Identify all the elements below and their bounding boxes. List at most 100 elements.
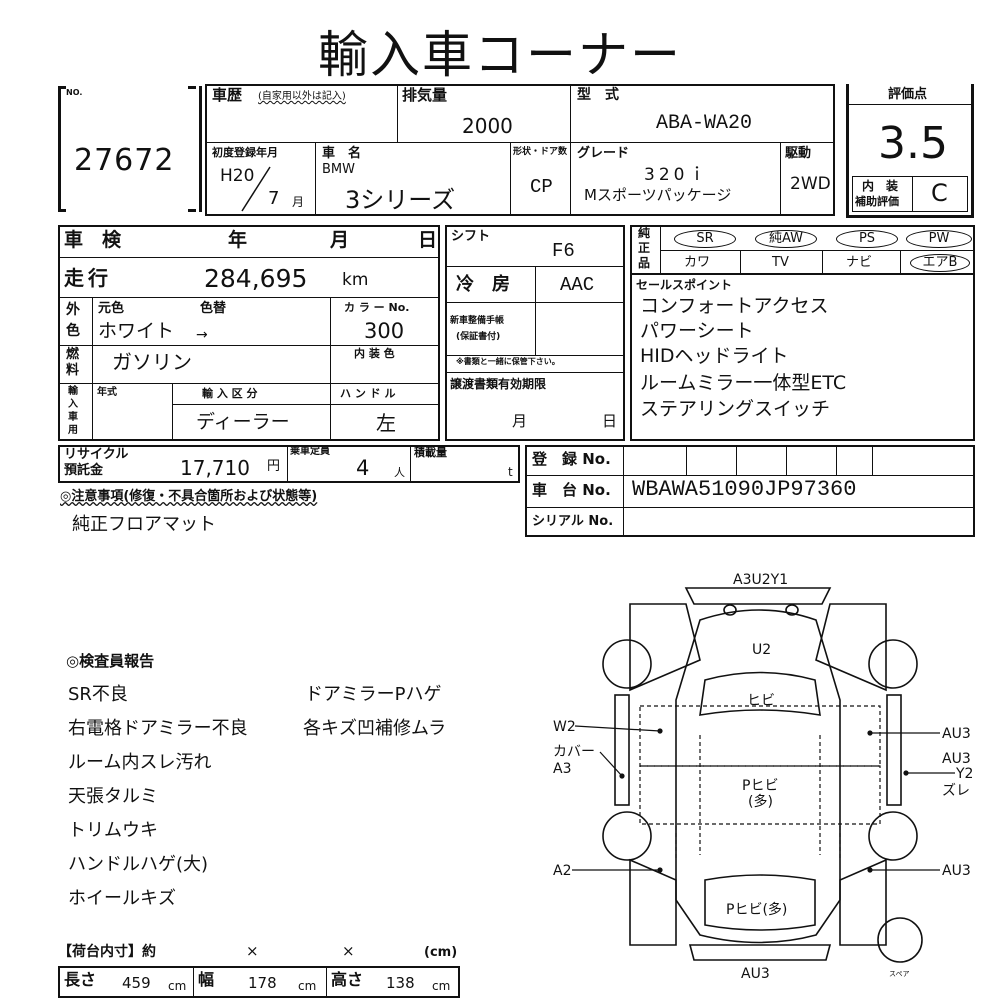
color-side-label-2: 色 (66, 323, 80, 339)
interior-label-2: 補助評価 (855, 195, 899, 208)
import-side-label-1: 輸 (68, 386, 78, 397)
displacement-label: 排気量 (402, 86, 448, 104)
orig-color: ホワイト (98, 320, 175, 342)
equipment-pw: PW (906, 230, 972, 248)
spec-grid-middle (445, 225, 625, 441)
mileage-value: 284,695 (204, 264, 308, 293)
color-code: 300 (364, 319, 405, 343)
fuel-label-2: 料 (66, 363, 80, 378)
shape-label: 形状・ドア数 (513, 147, 568, 157)
import-class-label: 輸 入 区 分 (202, 387, 258, 400)
grade-line-2: Mスポーツパッケージ (584, 186, 732, 204)
cargo-unit-header: (cm) (424, 945, 458, 960)
mileage-unit: km (342, 270, 369, 290)
notes-label: ◎注意事項(修復・不具合箇所および状態等) (60, 489, 318, 504)
report-item: ホイールキズ (68, 888, 176, 909)
model-label: 型 式 (577, 87, 619, 103)
manual-label-1: 新車整備手帳 (450, 316, 505, 326)
interior-grade: C (931, 179, 948, 207)
import-side-label-4: 用 (68, 425, 78, 436)
manual-label-2: (保証書付) (456, 332, 501, 342)
serial-no-label: シリアル No. (532, 514, 614, 529)
score-label: 評価点 (888, 87, 928, 102)
sales-points-label: セールスポイント (636, 278, 733, 292)
recycle-label-1: リサイクル (64, 447, 129, 462)
inspection-year: 年 (228, 229, 248, 251)
drive-value: 2WD (790, 174, 831, 194)
equipment-alloy-wheels: 純AW (755, 230, 817, 248)
score-box (846, 84, 974, 218)
car-damage-diagram: A3U2Y1 U2 ヒビ W2 カバー A3 A2 AU3 AU3 Y2 ズレ … (553, 572, 973, 982)
spec-grid-left (58, 225, 440, 441)
fuel-value: ガソリン (112, 350, 192, 374)
equipment-navi: ナビ (846, 255, 873, 270)
equipment-ps: PS (836, 230, 898, 248)
cargo-box (58, 966, 460, 998)
inspection-label: 車 検 (64, 229, 122, 251)
car-name: 3シリーズ (345, 186, 456, 214)
fuel-label-1: 燃 (66, 347, 80, 362)
lot-bracket (58, 86, 202, 212)
report-item: 右電格ドアミラー不良 (68, 718, 248, 739)
equipment-label-1: 純 (638, 226, 651, 240)
sales-point: HIDヘッドライト (640, 345, 789, 367)
damage-label-right-upper: AU3 (942, 726, 971, 742)
report-item: SR不良 (68, 684, 128, 705)
cargo-times-1: × (246, 942, 259, 960)
ids-box (525, 445, 975, 537)
lot-label: NO. (66, 88, 83, 97)
damage-label-left-mid-2: A3 (553, 761, 571, 777)
load-unit: t (508, 465, 513, 479)
cargo-length-label: 長さ (64, 970, 97, 989)
damage-label-rear-glass: Pヒビ(多) (726, 901, 787, 918)
orig-color-label: 元色 (98, 301, 125, 316)
ac-label: 冷 房 (456, 274, 510, 295)
shift-value: F6 (552, 240, 575, 262)
capacity-label: 乗車定員 (290, 446, 330, 457)
recycle-value: 17,710 (180, 456, 250, 480)
manual-note: ※書類と一緒に保管下さい。 (456, 357, 560, 366)
equipment-airbag: エアB (910, 254, 970, 272)
chassis-no-label: 車 台 No. (532, 481, 611, 499)
cargo-label: 【荷台内寸】約 (58, 944, 156, 960)
recycle-unit: 円 (267, 459, 281, 474)
damage-label-right-mid-1: AU3 (942, 751, 971, 767)
recycle-label-2: 預託金 (64, 463, 104, 478)
first-registration-month-unit: 月 (292, 195, 305, 209)
drive-label: 駆動 (785, 146, 812, 161)
transfer-month: 月 (512, 412, 528, 430)
cargo-width: 178 (248, 974, 277, 992)
vehicle-info-box (205, 84, 835, 216)
load-label: 積載量 (414, 446, 447, 459)
cargo-width-label: 幅 (198, 970, 215, 989)
report-item: 天張タルミ (68, 786, 158, 807)
cargo-times-2: × (342, 942, 355, 960)
cargo-height-label: 高さ (331, 970, 364, 989)
report-item: ルーム内スレ汚れ (68, 752, 212, 773)
damage-label-left-mid-1: カバー (553, 744, 595, 760)
damage-label-windshield: ヒビ (747, 693, 775, 709)
equipment-sr: SR (674, 230, 736, 248)
equipment-label-2: 正 (638, 241, 651, 255)
import-side-label-2: 入 (68, 399, 78, 410)
cargo-height-unit: cm (432, 979, 451, 993)
registration-no-label: 登 録 No. (532, 450, 611, 468)
damage-label-left-upper: W2 (553, 719, 576, 735)
transfer-day: 日 (602, 412, 618, 430)
import-side-label-3: 車 (68, 412, 78, 423)
sales-point: コンフォートアクセス (640, 295, 829, 317)
history-note: (自家用以外は記入) (258, 91, 346, 102)
damage-label-roof: U2 (752, 642, 771, 658)
spare-label: スペア (889, 970, 910, 978)
lot-number: 27672 (74, 143, 175, 178)
report-label: ◎検査員報告 (66, 652, 155, 670)
damage-label-center-2: (多) (748, 793, 773, 810)
damage-label-top: A3U2Y1 (733, 572, 788, 588)
transfer-label: 譲渡書類有効期限 (450, 377, 547, 391)
sales-points-box (630, 275, 975, 441)
cargo-length-unit: cm (168, 979, 187, 993)
cargo-width-unit: cm (298, 979, 317, 993)
model-value: ABA-WA20 (656, 112, 753, 135)
car-name-label: 車 名 (322, 146, 362, 161)
displacement-value: 2000 (462, 114, 513, 138)
